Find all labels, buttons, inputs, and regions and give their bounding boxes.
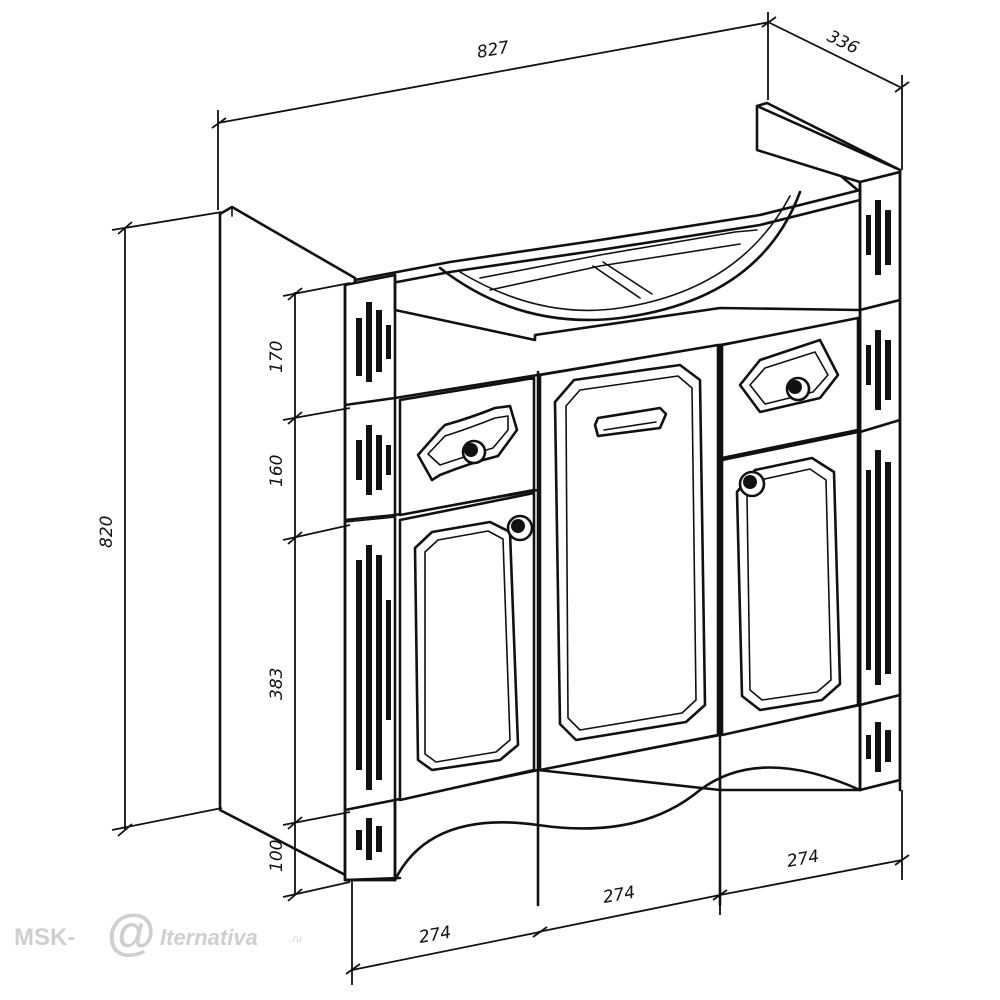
dimension-labels: 827 336 820 170 160 383 100 274 274 274 (97, 27, 862, 948)
dim-drawer-height: 160 (267, 455, 287, 487)
dim-total-width: 827 (475, 38, 511, 63)
drawer-left (398, 376, 536, 517)
sink-cutout (438, 190, 802, 322)
dim-bottom-right-width: 274 (785, 847, 820, 872)
dimension-lines (111, 12, 910, 985)
logo-domain: .ru (290, 934, 302, 945)
logo-prefix: MSK- (14, 924, 75, 951)
dim-drawer-top-height: 170 (267, 341, 287, 373)
logo-suffix: lternativa (160, 925, 258, 950)
watermark-logo: MSK- @ lternativa .ru (14, 905, 302, 961)
dim-depth: 336 (824, 27, 862, 59)
dim-plinth-height: 100 (267, 840, 287, 872)
dim-bottom-left-width: 274 (417, 923, 452, 948)
door-middle-handle (593, 406, 668, 438)
dim-door-height: 383 (267, 668, 287, 700)
door-middle (538, 343, 720, 772)
plinth-curve (393, 766, 862, 882)
right-stile-grooves (866, 200, 891, 772)
dim-total-height: 820 (97, 516, 117, 548)
drawer-right (720, 316, 860, 460)
left-stile-grooves (356, 302, 391, 860)
door-right (720, 430, 860, 737)
drawer-right-ornament (738, 338, 840, 414)
logo-at-sign: @ (106, 905, 155, 961)
left-side-panel (218, 205, 357, 882)
drawer-left-ornament (416, 404, 519, 482)
door-left (398, 491, 536, 802)
dim-bottom-middle-width: 274 (601, 883, 636, 908)
